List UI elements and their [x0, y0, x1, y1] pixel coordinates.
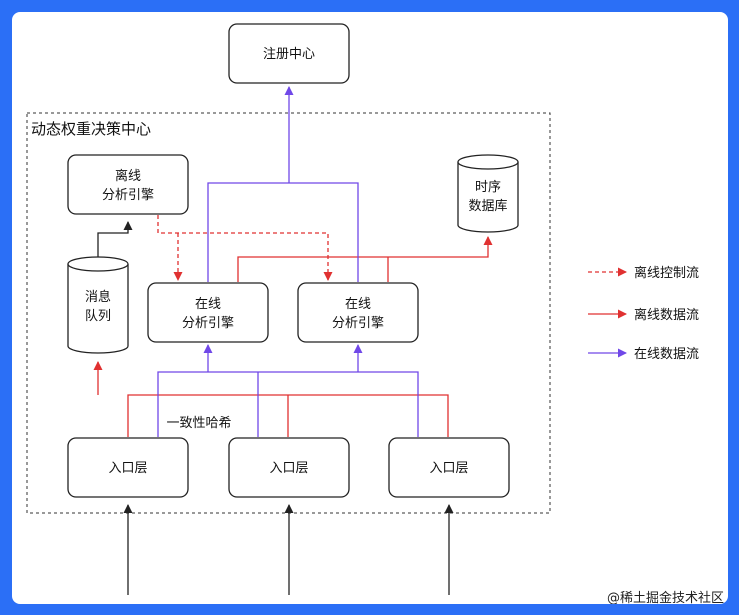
consistent-hash-label: 一致性哈希: [166, 416, 231, 431]
online-engine-node: [297, 282, 419, 343]
timeseries-db-node: [457, 154, 519, 233]
decision-center-title: 动态权重决策中心: [31, 120, 151, 138]
online-engine-2-label-2: 分析引擎: [332, 316, 384, 331]
online-engine-node: [147, 282, 269, 343]
legend-online-data-label: 在线数据流: [634, 347, 699, 362]
timeseries-db-label-1: 时序: [475, 180, 501, 195]
message-queue-label-1: 消息: [85, 289, 111, 305]
diagram-canvas: 动态权重决策中心 注册中心 离线 分析引擎: [12, 12, 728, 604]
message-queue-node: [67, 256, 129, 354]
timeseries-db-label-2: 数据库: [468, 198, 507, 214]
online-engine-1-label-1: 在线: [195, 297, 221, 312]
offline-engine-node: [67, 154, 189, 215]
legend-offline-control-label: 离线控制流: [634, 265, 699, 281]
registry-node: [228, 23, 350, 84]
entry-layer-node: [228, 437, 350, 498]
entry-layer-label: 入口层: [429, 461, 468, 476]
entry-layer-node: [388, 437, 510, 498]
entry-layer-label: 入口层: [108, 461, 147, 476]
message-queue-label-2: 队列: [85, 309, 111, 324]
online-data-to-registry: [207, 86, 359, 282]
offline-engine-label-1: 离线: [115, 168, 141, 184]
online-engine-2-label-1: 在线: [345, 297, 371, 312]
architecture-diagram: 动态权重决策中心 注册中心 离线 分析引擎: [26, 23, 724, 604]
registry-label: 注册中心: [263, 47, 315, 62]
online-engine-1-label-2: 分析引擎: [182, 316, 234, 331]
legend: 离线控制流 离线数据流 在线数据流: [588, 265, 699, 362]
entry-layer-node: [67, 437, 189, 498]
online-data-to-engines: [157, 344, 419, 437]
entry-layer-label: 入口层: [269, 461, 308, 476]
offline-data-to-queue: [93, 361, 449, 437]
legend-offline-data-label: 离线数据流: [634, 307, 699, 323]
offline-engine-label-2: 分析引擎: [102, 188, 154, 203]
offline-control-flow: [157, 215, 333, 281]
offline-data-to-tsdb: [237, 236, 493, 282]
queue-to-offline-arrow: [97, 221, 133, 257]
watermark: @稀土掘金技术社区: [607, 590, 724, 604]
